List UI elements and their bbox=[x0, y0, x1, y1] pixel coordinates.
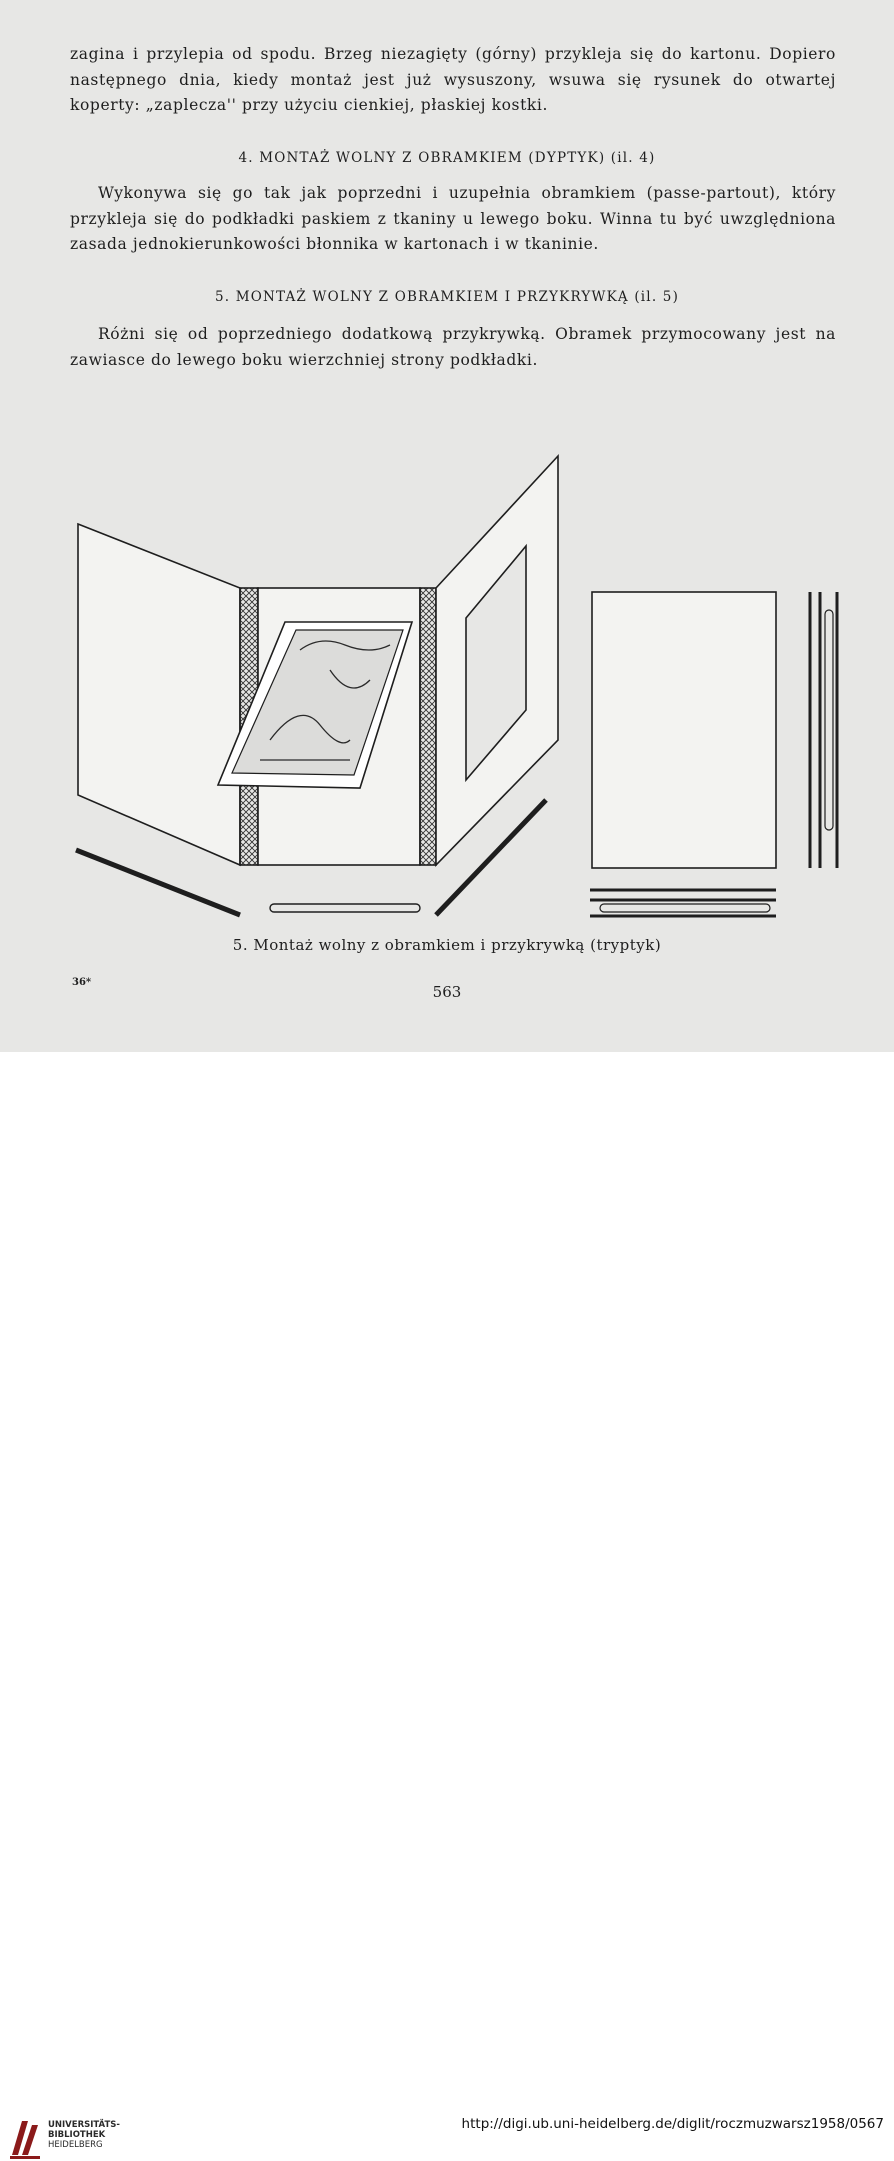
frame-edge bbox=[434, 798, 548, 917]
paragraph-section-4: Wykonywa się go tak jak poprzedni i uzup… bbox=[70, 184, 836, 253]
figure-caption: 5. Montaż wolny z obramkiem i przykrywką… bbox=[232, 936, 662, 954]
cover-flap bbox=[77, 522, 241, 867]
base-edge bbox=[269, 903, 421, 913]
logo-line-2: BIBLIOTHEK bbox=[48, 2130, 106, 2140]
right-hinge-tape bbox=[419, 587, 437, 866]
frame-window bbox=[465, 543, 527, 783]
scanned-page: zagina i przylepia od spodu. Brzeg nieza… bbox=[0, 0, 894, 1052]
drawing-sketch-lines bbox=[260, 640, 391, 761]
page-number: 563 bbox=[432, 983, 462, 1001]
paragraph-section-5: Różni się od poprzedniego dodatkową przy… bbox=[70, 325, 836, 369]
open-mount-drawing bbox=[75, 453, 839, 918]
side-view-insert bbox=[824, 609, 834, 831]
closed-mount-front bbox=[591, 591, 777, 869]
footer-bar: UNIVERSITÄTS- BIBLIOTHEK HEIDELBERG http… bbox=[0, 1052, 894, 2159]
cover-edge bbox=[75, 847, 241, 918]
paragraph-continuation: zagina i przylepia od spodu. Brzeg nieza… bbox=[70, 45, 836, 114]
logo-line-3: HEIDELBERG bbox=[48, 2140, 103, 2150]
drawing-image bbox=[231, 629, 404, 776]
bottom-view-insert bbox=[599, 903, 771, 913]
section-heading-5: 5. MONTAŻ WOLNY Z OBRAMKIEM I PRZYKRYWKĄ… bbox=[214, 289, 680, 305]
library-logo-icon bbox=[10, 2121, 40, 2159]
section-heading-4: 4. MONTAŻ WOLNY Z OBRAMKIEM (DYPTYK) (il… bbox=[238, 150, 656, 166]
logo-line-1: UNIVERSITÄTS- bbox=[48, 2120, 120, 2130]
source-url-link[interactable]: http://digi.ub.uni-heidelberg.de/diglit/… bbox=[461, 2116, 884, 2132]
printer-signature: 36* bbox=[72, 977, 92, 988]
triptych-illustration bbox=[75, 453, 839, 918]
library-logo-text: UNIVERSITÄTS- BIBLIOTHEK HEIDELBERG bbox=[48, 2120, 120, 2150]
